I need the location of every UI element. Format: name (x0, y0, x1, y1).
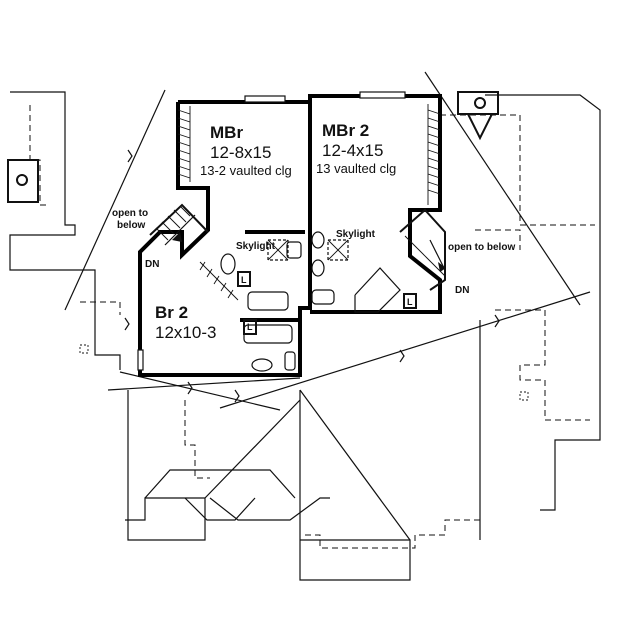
room-note-mbr: 13-2 vaulted clg (200, 163, 292, 178)
bath-fixtures-left (220, 239, 302, 372)
room-dims-mbr: 12-8x15 (210, 143, 271, 162)
bath-fixtures-right (311, 231, 417, 313)
break-marks (124, 149, 500, 403)
open-to-below-left-line2: below (117, 220, 146, 231)
open-to-below-left-line1: open to (112, 208, 148, 219)
linen-closet-br2: L (247, 322, 253, 332)
roof-outline (9, 91, 601, 581)
linen-closet-hall: L (241, 275, 247, 285)
linen-closet-mbr2: L (407, 297, 413, 307)
room-note-mbr2: 13 vaulted clg (316, 161, 396, 176)
chimney-left (7, 159, 39, 203)
stair-right (399, 208, 446, 291)
dashed-lower-walls (29, 105, 595, 549)
closet-mbr (177, 106, 191, 182)
room-name-mbr: MBr (210, 123, 243, 142)
room-dims-mbr2: 12-4x15 (322, 141, 383, 160)
open-to-below-right: open to below (448, 242, 515, 253)
room-name-mbr2: MBr 2 (322, 121, 369, 140)
stair-down-left: DN (145, 259, 159, 270)
roof-ridges (64, 71, 591, 541)
room-dims-br2: 12x10-3 (155, 323, 216, 342)
skylight-left: Skylight (236, 241, 276, 252)
post-markers (79, 344, 529, 401)
room-name-br2: Br 2 (155, 303, 188, 322)
stair-left (149, 203, 209, 246)
closet-br2 (199, 261, 239, 301)
closet-mbr2 (427, 104, 441, 205)
windows (137, 91, 406, 371)
skylight-right: Skylight (336, 229, 376, 240)
upper-floor-walls (138, 94, 442, 377)
chimney-right (457, 91, 499, 141)
stair-down-right: DN (455, 285, 469, 296)
